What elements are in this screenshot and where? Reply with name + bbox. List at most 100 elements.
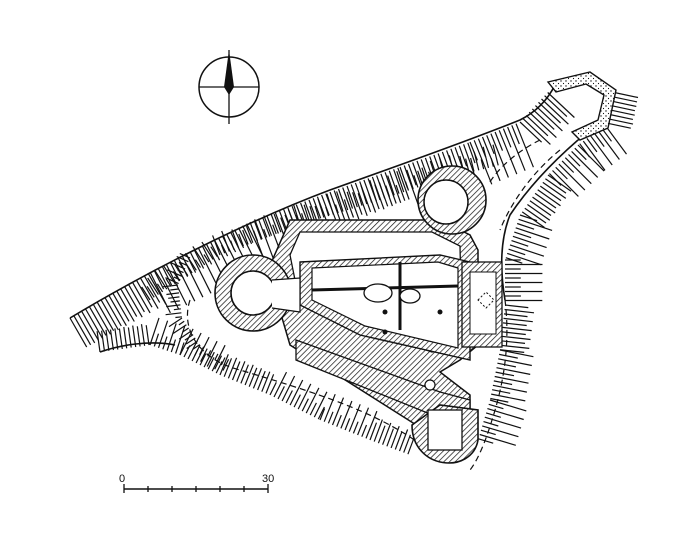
hachure-stroke	[342, 187, 355, 218]
hachure-stroke	[354, 182, 368, 217]
hachure-stroke	[492, 144, 499, 166]
hachure-stroke	[336, 414, 342, 427]
hachure-stroke	[539, 185, 562, 202]
hachure-stroke	[173, 308, 181, 311]
hachure-stroke	[168, 296, 180, 299]
hachure-stroke	[568, 154, 581, 167]
hachure-stroke	[257, 370, 266, 391]
hachure-stroke	[293, 394, 301, 408]
hachure-stroke	[203, 254, 210, 263]
hachure-stroke	[382, 422, 392, 445]
hachure-stroke	[384, 172, 397, 204]
hachure-stroke	[170, 262, 186, 270]
hachure-stroke	[101, 330, 106, 352]
hachure-stroke	[309, 402, 317, 416]
hachure-stroke	[135, 279, 153, 308]
hachure-stroke	[189, 251, 212, 294]
east-gate-block	[461, 261, 503, 348]
hachure-stroke	[490, 133, 509, 178]
hachure-stroke	[499, 349, 525, 353]
hachure-stroke	[179, 261, 188, 266]
hachure-stroke	[519, 121, 543, 143]
hachure-stroke	[116, 290, 135, 322]
hachure-stroke	[348, 404, 361, 432]
hachure-stroke	[223, 358, 233, 377]
hachure-stroke	[210, 246, 218, 258]
hachure-stroke	[608, 109, 635, 116]
hachure-stroke	[140, 324, 146, 346]
hachure-stroke	[361, 424, 368, 437]
hachure-stroke	[398, 429, 409, 452]
hachure-stroke	[273, 213, 282, 233]
hachure-stroke	[238, 233, 244, 247]
hachure-stroke	[609, 104, 636, 112]
hachure-stroke	[100, 299, 119, 331]
hachure-stroke	[156, 283, 164, 293]
hachure-stroke	[211, 344, 226, 372]
hachure-stroke	[482, 146, 490, 169]
hachure-stroke	[486, 135, 495, 155]
hachure-stroke	[416, 160, 426, 183]
south-round-tower	[411, 404, 479, 464]
hachure-stroke	[199, 353, 207, 366]
hachure-stroke	[167, 269, 183, 277]
hachure-stroke	[165, 312, 182, 316]
hachure-stroke	[489, 399, 527, 412]
hachure-stroke	[495, 371, 515, 377]
hachure-stroke	[492, 384, 528, 393]
hachure-stroke	[269, 382, 277, 396]
hachure-stroke	[203, 340, 218, 368]
hachure-stroke	[333, 190, 346, 221]
hachure-stroke	[467, 142, 476, 164]
hachure-stroke	[182, 327, 190, 333]
hachure-stroke	[479, 433, 516, 446]
hachure-stroke	[314, 205, 320, 220]
hachure-stroke	[534, 192, 557, 209]
hachure-stroke	[108, 295, 127, 327]
hachure-stroke	[558, 163, 586, 191]
hachure-stroke	[378, 182, 386, 199]
hachure-stroke	[500, 344, 530, 349]
hachure-stroke	[385, 185, 391, 197]
north-round-tower	[417, 165, 487, 235]
hachure-stroke	[507, 252, 542, 266]
hachure-stroke	[377, 425, 386, 444]
hachure-stroke	[175, 326, 186, 354]
hachure-stroke	[261, 371, 271, 392]
hachure-stroke	[337, 188, 351, 223]
hachure-stroke	[285, 390, 293, 404]
hachure-stroke	[511, 125, 520, 145]
hachure-stroke	[325, 206, 330, 217]
hachure-stroke	[277, 386, 285, 400]
hachure-stroke	[512, 235, 547, 249]
hachure-stroke	[114, 328, 119, 350]
hachure-stroke	[488, 403, 504, 410]
hachure-stroke	[319, 408, 326, 421]
hachure-stroke	[373, 419, 383, 442]
hachure-stroke	[175, 316, 182, 319]
hachure-stroke	[145, 325, 150, 346]
hachure-stroke	[545, 178, 567, 194]
hachure-stroke	[252, 368, 263, 389]
hachure-stroke	[317, 406, 325, 420]
hachure-stroke	[502, 326, 532, 332]
hachure-stroke	[254, 219, 263, 240]
hachure-stroke	[360, 185, 368, 205]
hachure-stroke	[166, 323, 177, 351]
hachure-stroke	[555, 166, 568, 180]
hachure-stroke	[390, 425, 400, 449]
hachure-stroke	[340, 400, 353, 429]
hachure-stroke	[105, 329, 110, 351]
scale-end-label: 30	[262, 473, 274, 485]
hachure-stroke	[571, 150, 599, 178]
hachure-stroke	[334, 204, 339, 214]
hachure-stroke	[491, 389, 511, 394]
hachure-stroke	[85, 308, 104, 339]
hachure-stroke	[317, 198, 325, 218]
hachure-stroke	[305, 387, 320, 414]
hachure-stroke	[262, 217, 271, 237]
hachure-stroke	[524, 207, 547, 224]
inner-palace-block	[299, 254, 471, 361]
hachure-stroke	[490, 397, 509, 403]
